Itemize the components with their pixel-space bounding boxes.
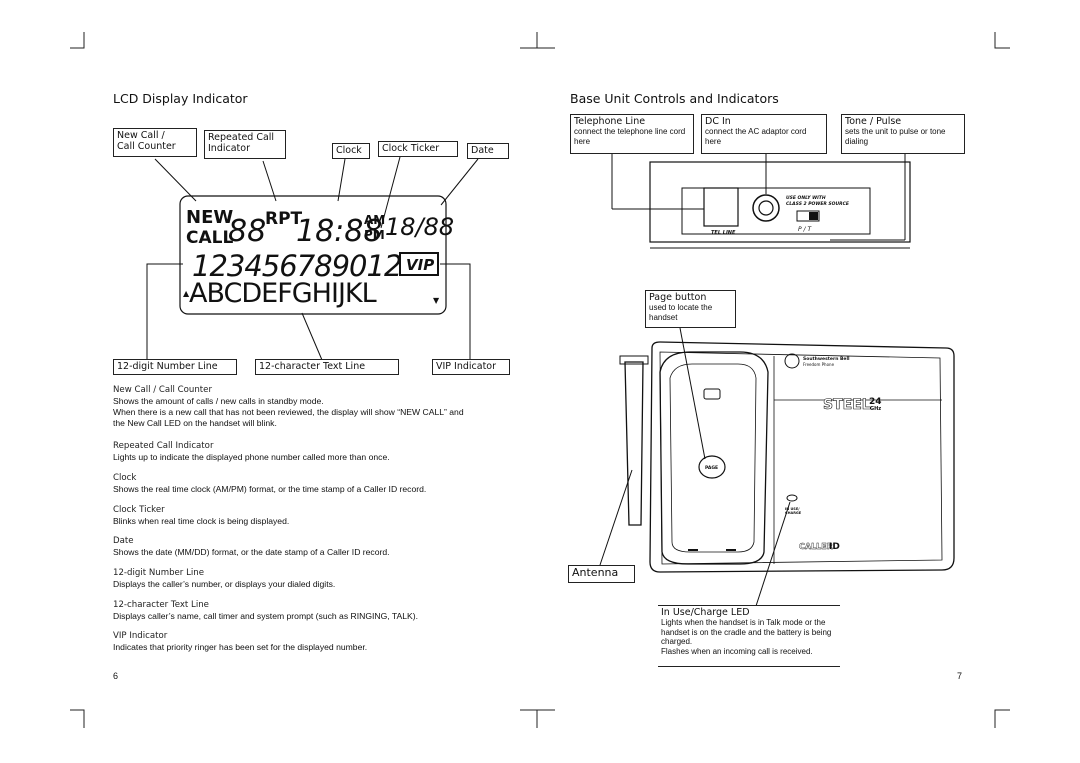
power-source-text-line1: USE ONLY WITH: [786, 195, 826, 201]
in-use-led-title: In Use/Charge LED: [661, 607, 750, 618]
desc-number-line: 12-digit Number Line Displays the caller…: [113, 568, 533, 590]
desc-term: Clock Ticker: [113, 505, 165, 515]
desc-term: Date: [113, 536, 134, 546]
lcd-time-digits: 18:88: [296, 214, 382, 249]
steel-text: STEEL: [823, 397, 871, 413]
id-text: ID: [829, 542, 840, 552]
repeated-call-label-line2: Indicator: [208, 143, 250, 154]
desc-date: Date Shows the date (MM/DD) format, or t…: [113, 536, 533, 558]
lcd-date-digits: 18/88: [385, 213, 454, 241]
lcd-rpt-text: RPT: [265, 209, 303, 229]
new-call-label-line1: New Call /: [117, 130, 165, 141]
lcd-pm-text: PM: [364, 228, 385, 242]
number-line-label: 12-digit Number Line: [117, 361, 218, 372]
pt-switch-text: P / T: [798, 226, 812, 233]
lcd-new-text: NEW: [186, 207, 233, 228]
in-use-led-desc1: Lights when the handset is in Talk mode …: [661, 618, 832, 646]
dc-in-desc: connect the AC adaptor cord here: [705, 127, 807, 146]
dc-in-title: DC In: [705, 116, 731, 127]
lcd-down-arrow: ▼: [433, 296, 440, 305]
clock-label-box: Clock: [332, 143, 370, 159]
in-use-led-desc2: Flashes when an incoming call is receive…: [661, 646, 813, 656]
new-call-label-line2: Call Counter: [117, 141, 176, 152]
text-line-label-box: 12-character Text Line: [255, 359, 399, 375]
desc-text: Displays the caller’s number, or display…: [113, 579, 336, 589]
lcd-am-text: AM: [364, 213, 385, 227]
vip-indicator-label: VIP Indicator: [436, 361, 497, 372]
lcd-text-line: ABCDEFGHIJKL: [189, 278, 377, 309]
desc-term: VIP Indicator: [113, 631, 168, 641]
repeated-call-label-box: Repeated Call Indicator: [204, 130, 286, 159]
tone-pulse-desc: sets the unit to pulse or tone dialing: [845, 127, 946, 146]
desc-repeated-call: Repeated Call Indicator Lights up to ind…: [113, 441, 533, 463]
desc-text: Blinks when real time clock is being dis…: [113, 516, 290, 526]
dc-in-box: DC In connect the AC adaptor cord here: [701, 114, 827, 154]
vip-indicator-label-box: VIP Indicator: [432, 359, 510, 375]
desc-term: Repeated Call Indicator: [113, 441, 214, 451]
base-section-title: Base Unit Controls and Indicators: [570, 91, 779, 106]
desc-term: Clock: [113, 473, 137, 483]
desc-term: 12-character Text Line: [113, 600, 209, 610]
telephone-line-box: Telephone Line connect the telephone lin…: [570, 114, 694, 154]
text-line-label: 12-character Text Line: [259, 361, 366, 372]
page-button-text: PAGE: [705, 465, 718, 471]
desc-text: Shows the real time clock (AM/PM) format…: [113, 484, 427, 494]
in-use-text-line1: IN USE/: [785, 507, 800, 511]
desc-term: 12-digit Number Line: [113, 568, 204, 578]
desc-text-line: 12-character Text Line Displays caller’s…: [113, 600, 533, 622]
page-button-desc: used to locate the handset: [649, 303, 713, 322]
clock-ticker-label-box: Clock Ticker: [378, 141, 458, 157]
page-button-box: Page button used to locate the handset: [645, 290, 736, 328]
desc-term: New Call / Call Counter: [113, 385, 212, 395]
page-button-title: Page button: [649, 292, 707, 303]
in-use-text-line2: CHARGE: [785, 511, 802, 515]
lcd-section-title: LCD Display Indicator: [113, 91, 248, 106]
lcd-vip-text: VIP: [406, 256, 434, 274]
page-number-right: 7: [957, 671, 963, 681]
tel-line-panel-text: TEL LINE: [711, 230, 736, 236]
lcd-up-arrow: ▲: [183, 289, 190, 298]
number-line-label-box: 12-digit Number Line: [113, 359, 237, 375]
page-number-left: 6: [113, 671, 119, 681]
telephone-line-title: Telephone Line: [574, 116, 646, 127]
lcd-display-illustration: NEW CALL 88 RPT 18:88 AM PM 18/88 123456…: [146, 156, 479, 361]
desc-text: Lights up to indicate the displayed phon…: [113, 452, 390, 462]
clock-ticker-label: Clock Ticker: [382, 143, 440, 154]
desc-text: Shows the amount of calls / new calls in…: [113, 396, 324, 406]
tone-pulse-box: Tone / Pulse sets the unit to pulse or t…: [841, 114, 965, 154]
desc-text: Indicates that priority ringer has been …: [113, 642, 368, 652]
telephone-line-desc: connect the telephone line cord here: [574, 127, 686, 146]
tone-pulse-title: Tone / Pulse: [845, 116, 902, 127]
in-use-led-box: In Use/Charge LED Lights when the handse…: [658, 605, 840, 667]
base-unit-illustration: Southwestern Bell Freedom Phone STEEL 24…: [599, 327, 955, 607]
desc-clock-ticker: Clock Ticker Blinks when real time clock…: [113, 505, 533, 527]
lcd-counter-digits: 88: [228, 214, 266, 249]
ghz-text: GHz: [870, 406, 881, 412]
brand-text-line2: Freedom Phone: [803, 362, 835, 367]
clock-label: Clock: [336, 145, 362, 156]
brand-text-line1: Southwestern Bell: [803, 356, 850, 362]
rear-panel-illustration: USE ONLY WITH CLASS 2 POWER SOURCE TEL L…: [611, 154, 911, 249]
desc-text: When there is a new call that has not be…: [113, 407, 464, 428]
new-call-label-box: New Call / Call Counter: [113, 128, 197, 157]
desc-text: Shows the date (MM/DD) format, or the da…: [113, 547, 390, 557]
desc-vip: VIP Indicator Indicates that priority ri…: [113, 631, 533, 653]
date-label: Date: [471, 145, 494, 156]
steel-number-text: 24: [869, 397, 882, 407]
antenna-label-box: Antenna: [568, 565, 635, 583]
desc-clock: Clock Shows the real time clock (AM/PM) …: [113, 473, 533, 495]
lcd-number-line: 123456789012: [192, 249, 401, 283]
desc-new-call: New Call / Call Counter Shows the amount…: [113, 385, 533, 429]
lcd-call-text: CALL: [186, 228, 233, 248]
repeated-call-label-line1: Repeated Call: [208, 132, 275, 143]
antenna-label: Antenna: [572, 566, 619, 579]
power-source-text-line2: CLASS 2 POWER SOURCE: [786, 201, 850, 207]
desc-text: Displays caller’s name, call timer and s…: [113, 611, 419, 621]
caller-text: CALLER: [799, 542, 833, 551]
date-label-box: Date: [467, 143, 509, 159]
